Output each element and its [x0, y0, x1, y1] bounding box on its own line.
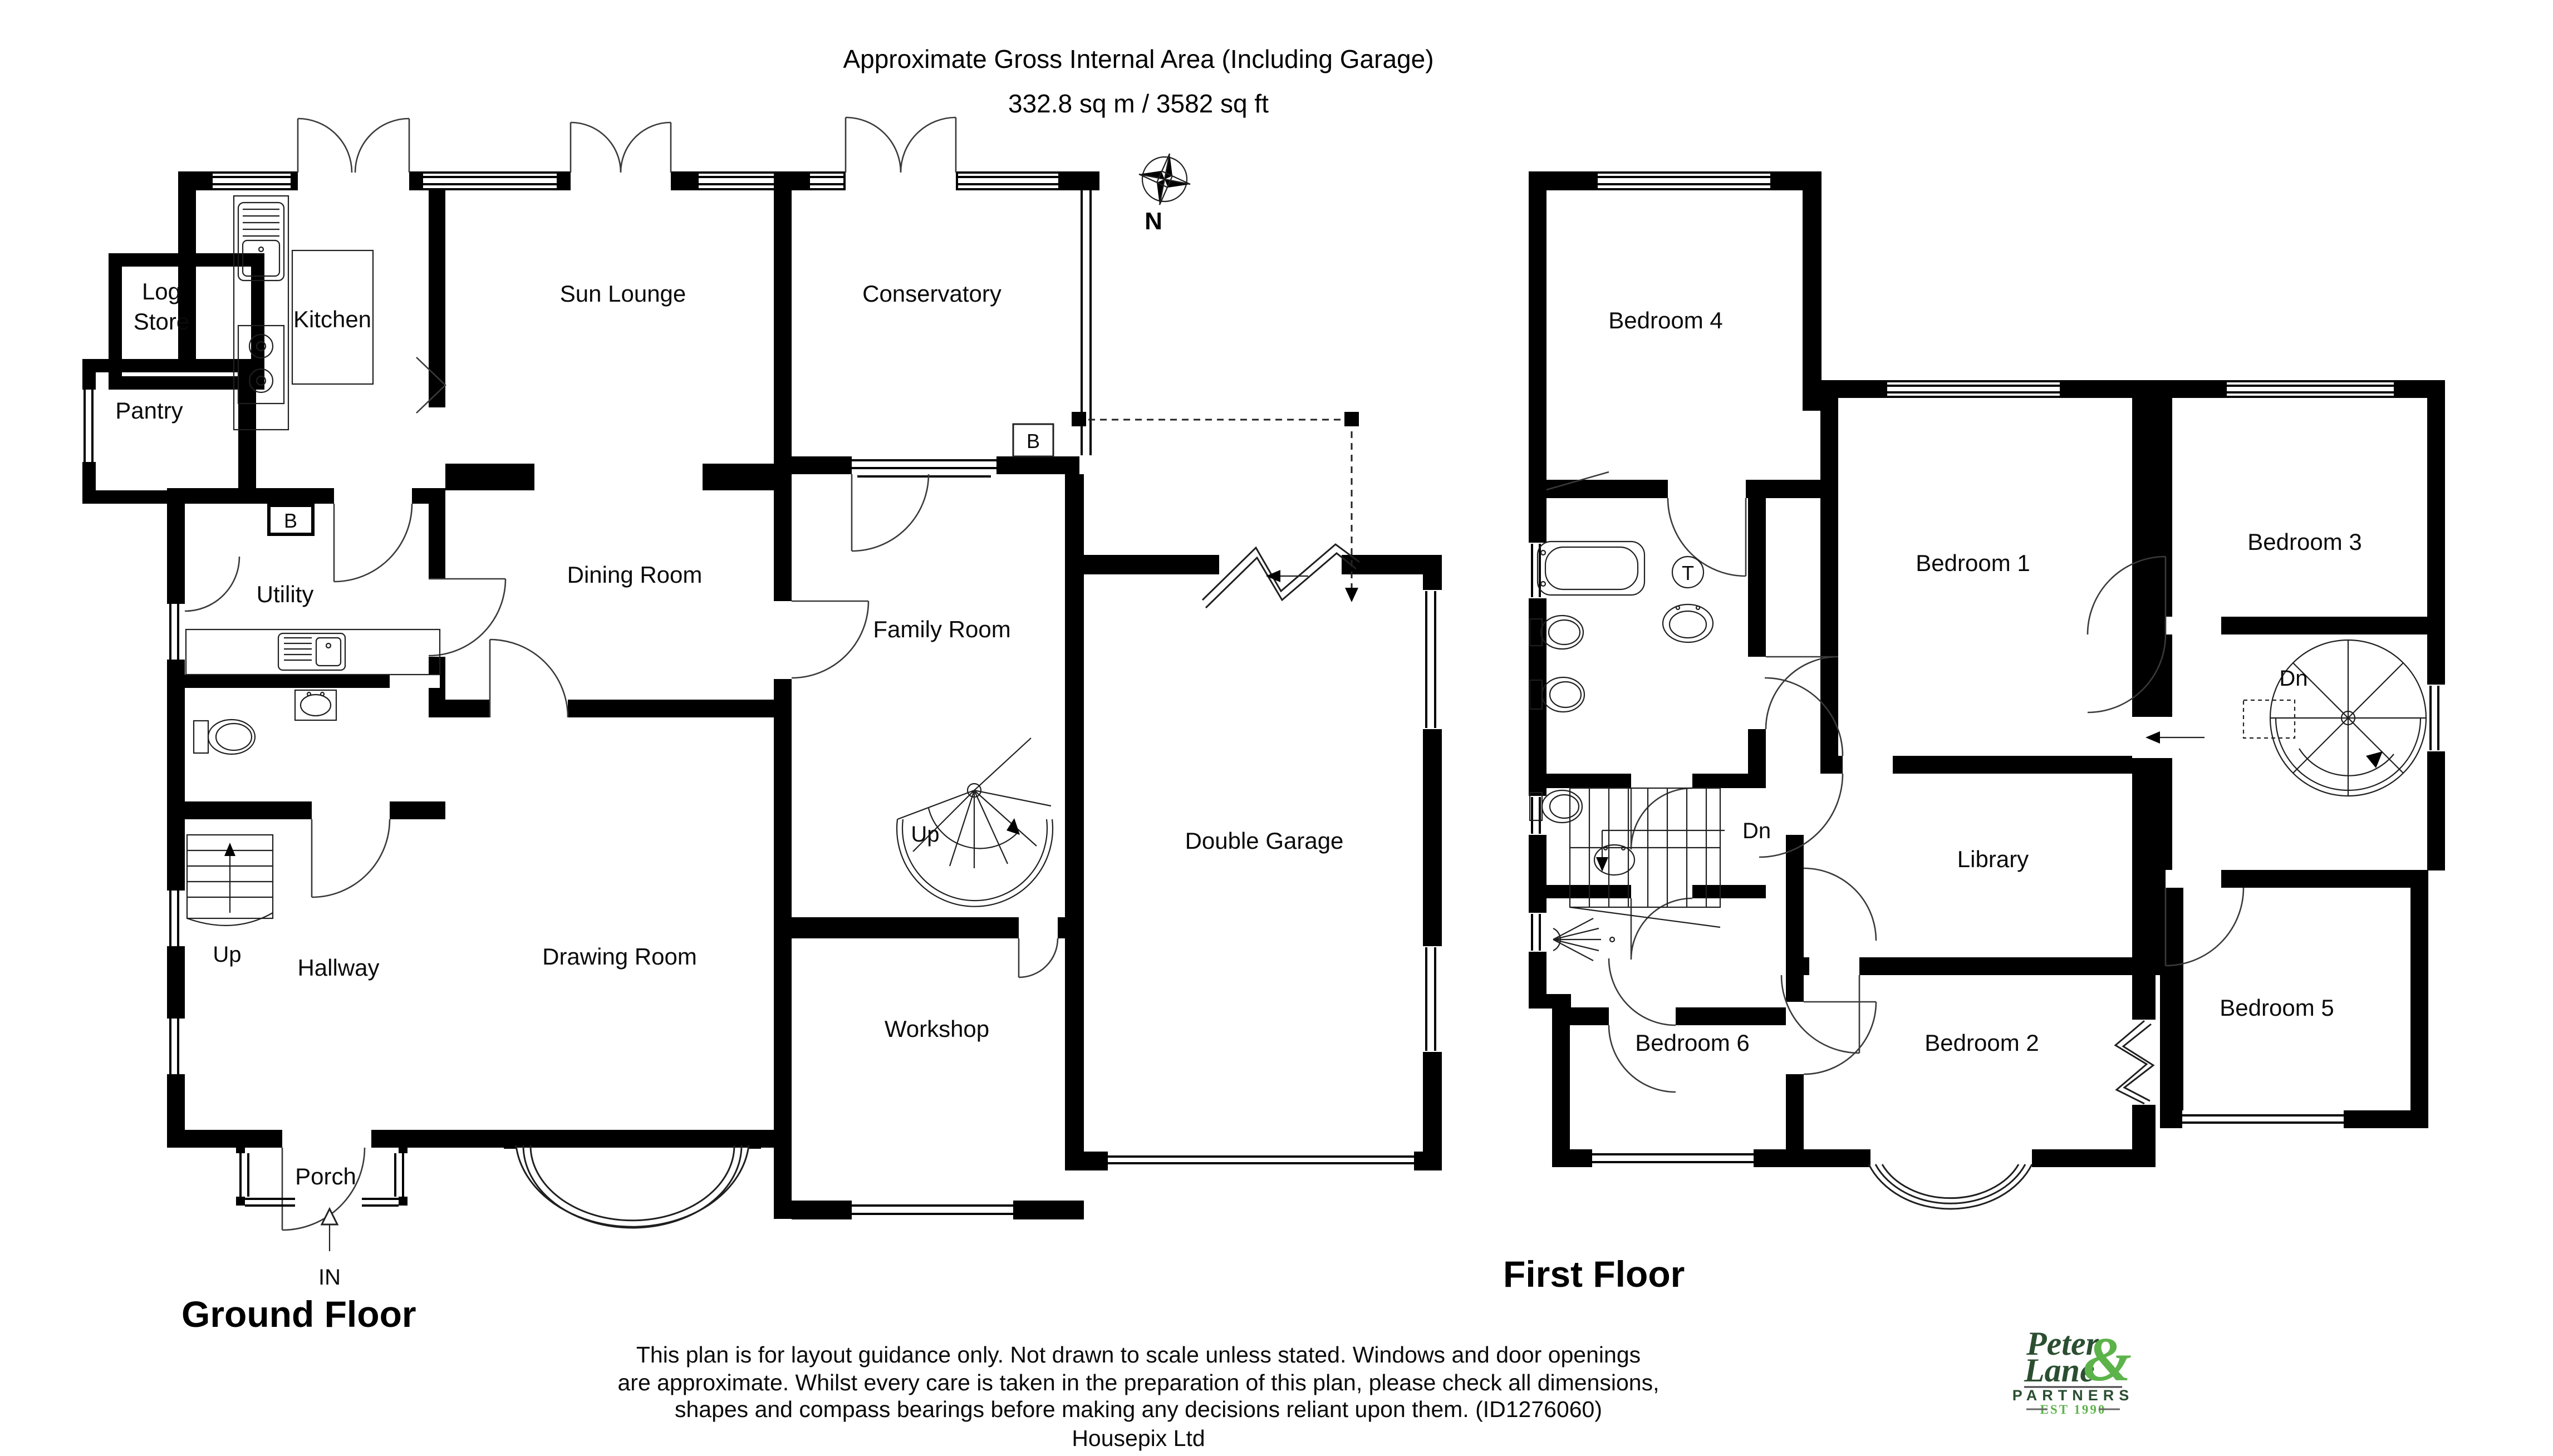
landing-stairs-icon — [1569, 787, 1725, 928]
library-entry-arrow-icon — [2145, 731, 2205, 744]
room-label-bedroom6: Bedroom 6 — [1635, 1030, 1749, 1056]
kitchen-counter-icon — [233, 195, 289, 431]
first-floor-labels: Bedroom 4 Bedroom 1 Bedroom 3 Library Be… — [1503, 307, 2362, 1295]
ground-floor-windows — [84, 176, 1436, 1215]
room-label-workshop: Workshop — [885, 1016, 989, 1042]
room-label-conservatory: Conservatory — [862, 281, 1001, 307]
disclaimer-line-2: are approximate. Whilst every care is ta… — [617, 1370, 1659, 1395]
garage-gate-icon — [1201, 543, 1360, 609]
room-label-bedroom3: Bedroom 3 — [2247, 529, 2361, 555]
logo-partners: PARTNERS — [2012, 1387, 2134, 1404]
ground-floor-doors — [184, 116, 1059, 1231]
shower-icon — [1553, 918, 1616, 961]
bathroom-wc-icon — [1529, 676, 1585, 713]
compass-icon: N — [1138, 153, 1191, 235]
room-label-log-store-1: Log — [142, 278, 181, 304]
disclaimer-credit: Housepix Ltd — [1072, 1425, 1205, 1451]
footer-disclaimer: This plan is for layout guidance only. N… — [617, 1342, 1659, 1451]
disclaimer-line-3: shapes and compass bearings before makin… — [675, 1396, 1602, 1422]
annotation-up-spiral: Up — [911, 822, 939, 847]
first-floor-doors — [1546, 471, 2245, 1093]
room-label-utility: Utility — [257, 581, 314, 607]
annotation-boiler-utility: B — [284, 509, 297, 532]
annotation-dn-stairs: Dn — [1742, 819, 1771, 843]
header-area-title: Approximate Gross Internal Area (Includi… — [843, 45, 1433, 73]
compass-north-label: N — [1145, 208, 1162, 235]
family-spiral-stairs-icon — [896, 737, 1054, 907]
kitchen-island — [291, 249, 374, 385]
room-label-family-room: Family Room — [873, 616, 1010, 642]
hall-stairs-icon — [186, 834, 274, 926]
room-label-bedroom1: Bedroom 1 — [1916, 550, 2030, 576]
ground-floor-title: Ground Floor — [181, 1293, 416, 1335]
bedroom2-bay-window — [1857, 1149, 2044, 1210]
annotation-entrance-in: IN — [318, 1265, 341, 1290]
conservatory-boiler-box — [1012, 423, 1054, 458]
bidet-icon — [1529, 614, 1584, 650]
utility-wc-icon — [193, 719, 256, 755]
room-label-sun-lounge: Sun Lounge — [560, 281, 686, 307]
logo-word-peter: Peter — [2026, 1325, 2099, 1362]
logo-ampersand: & — [2083, 1325, 2132, 1394]
room-label-hallway: Hallway — [297, 955, 379, 981]
utility-basin-icon — [294, 689, 337, 721]
boundary-dashed-line — [1072, 412, 1359, 602]
disclaimer-line-1: This plan is for layout guidance only. N… — [636, 1342, 1641, 1368]
first-floor-windows — [1531, 176, 2439, 1163]
annotation-up-stairs: Up — [213, 942, 241, 967]
annotation-dn-spiral: Dn — [2279, 666, 2307, 691]
ground-floor-labels: Log Store Kitchen Pantry Sun Lounge Cons… — [115, 278, 1343, 1335]
room-label-pantry: Pantry — [115, 397, 183, 424]
room-label-bedroom2: Bedroom 2 — [1924, 1030, 2039, 1056]
first-floor-title: First Floor — [1503, 1253, 1685, 1295]
room-label-porch: Porch — [295, 1163, 356, 1189]
room-label-double-garage: Double Garage — [1185, 828, 1344, 854]
room-label-dining-room: Dining Room — [567, 562, 703, 588]
bathroom-basin-icon — [1662, 603, 1714, 643]
agency-logo: Peter Lane & PARTNERS EST 1990 — [2012, 1325, 2134, 1416]
room-label-bedroom5: Bedroom 5 — [2220, 995, 2334, 1021]
utility-counter-icon — [185, 628, 441, 676]
room-label-log-store-2: Store — [134, 308, 189, 335]
room-label-drawing-room: Drawing Room — [542, 943, 697, 970]
ground-floor-walls — [82, 171, 1442, 1219]
logo-est: EST 1990 — [2040, 1403, 2107, 1416]
spiral-stairs-dn-icon — [2242, 639, 2427, 797]
ground-floor-openings — [82, 170, 1442, 1219]
header: Approximate Gross Internal Area (Includi… — [843, 45, 1433, 118]
annotation-boiler-conservatory: B — [1027, 430, 1040, 452]
room-label-bedroom4: Bedroom 4 — [1608, 307, 1722, 333]
room-label-kitchen: Kitchen — [293, 306, 371, 332]
bath-icon — [1536, 540, 1646, 596]
room-label-library: Library — [1957, 846, 2029, 872]
entrance-arrow-icon — [320, 1207, 339, 1251]
logo-word-lane: Lane — [2024, 1352, 2095, 1389]
wc2-icon — [1529, 789, 1583, 824]
annotation-tank: T — [1682, 562, 1694, 584]
tank-icon — [1671, 555, 1705, 589]
drawing-room-bay-window — [504, 1130, 761, 1229]
porch-structure — [236, 1144, 408, 1207]
header-area-value: 332.8 sq m / 3582 sq ft — [1008, 89, 1269, 118]
